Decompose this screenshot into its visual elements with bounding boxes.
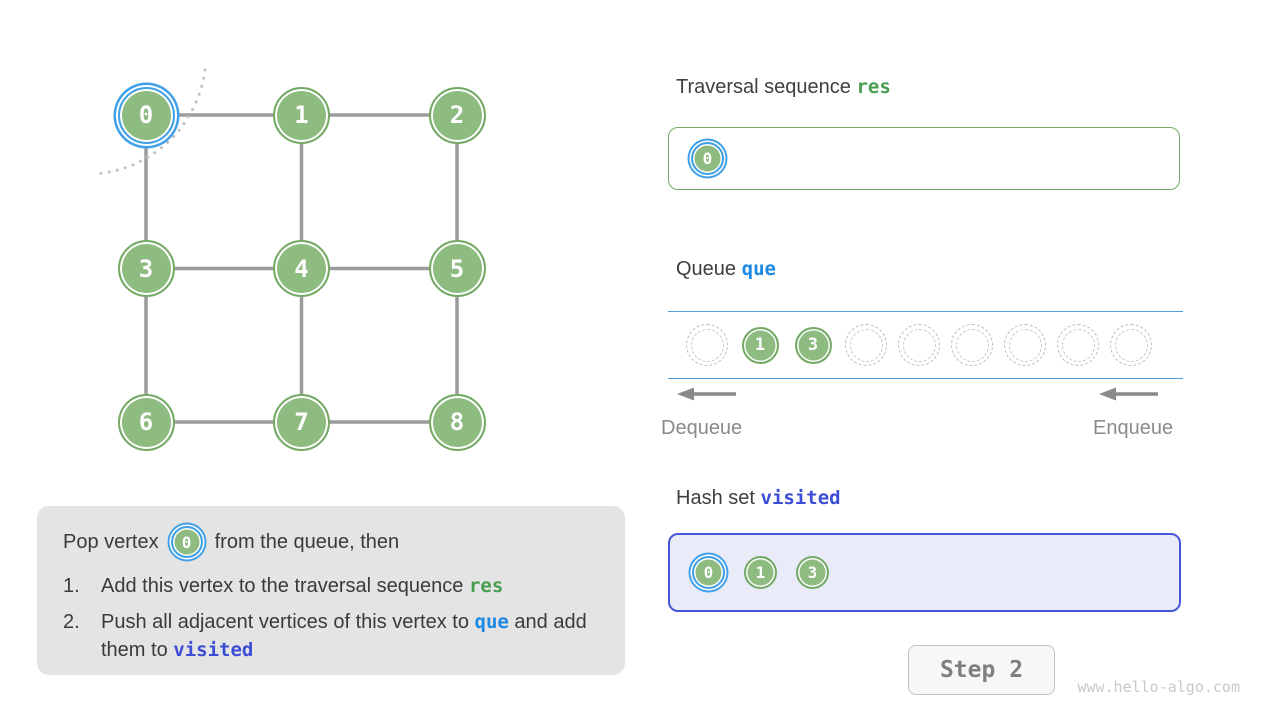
instruction-text: Push all adjacent vertices of this verte…	[101, 611, 475, 633]
instruction-step-number: 1.	[63, 575, 80, 597]
graph-vertex-4: 4	[273, 240, 330, 297]
instruction-list: 1. Add this vertex to the traversal seque…	[63, 572, 599, 664]
queue-slot-empty	[1004, 324, 1046, 366]
instruction-text: Pop vertex	[63, 530, 159, 553]
code-ref-visited: visited	[173, 639, 254, 661]
queue-slot-empty	[898, 324, 940, 366]
visited-title: Hash set visited	[676, 487, 841, 510]
graph-vertex-3: 3	[117, 240, 175, 297]
queue-slot-inner-ring	[1061, 328, 1095, 362]
instruction-step-number: 2.	[63, 611, 80, 633]
queue-slot-empty	[845, 324, 887, 366]
traversal-sequence-box: 0	[668, 127, 1180, 190]
instruction-box: Pop vertex 0 from the queue, then 1. Add th…	[37, 506, 625, 675]
visited-code-label: visited	[760, 487, 841, 509]
graph-vertex-0: 0	[117, 86, 175, 144]
queue-title-text: Queue	[676, 258, 737, 280]
instruction-text: Add this vertex to the traversal sequenc…	[101, 575, 469, 597]
queue-slot-inner-ring	[1114, 328, 1148, 362]
queue-slot-filled: 3	[792, 324, 834, 366]
code-ref-que: que	[474, 611, 509, 633]
queue-slot-empty	[1057, 324, 1099, 366]
code-ref-res: res	[468, 575, 504, 597]
graph-panel: 0 1 2 3 4 5 6 7 8	[0, 0, 640, 490]
queue-slot-inner-ring	[955, 328, 989, 362]
instruction-step: 1. Add this vertex to the traversal seque…	[63, 572, 599, 600]
step-button[interactable]: Step 2	[908, 645, 1055, 695]
graph-vertex-6: 6	[117, 393, 175, 451]
vertex-chip-3: 3	[794, 326, 832, 364]
dequeue-arrow-icon	[677, 387, 736, 401]
queue-slot-empty	[686, 324, 728, 366]
graph-vertex-8: 8	[428, 393, 486, 451]
instruction-step: 2. Push all adjacent vertices of this ver…	[63, 608, 599, 664]
queue-title: Queue que	[676, 258, 776, 281]
vertex-chip-1: 1	[744, 556, 777, 589]
traversal-sequence-title-text: Traversal sequence	[676, 76, 851, 98]
que-code-label: que	[741, 258, 776, 280]
queue-slot-inner-ring	[1008, 328, 1042, 362]
queue-slot-inner-ring	[690, 328, 724, 362]
visited-title-text: Hash set	[676, 487, 755, 509]
vertex-chip-0: 0	[691, 142, 724, 175]
graph-vertex-2: 2	[428, 86, 486, 144]
vertex-chip-0: 0	[692, 556, 725, 589]
graph-vertex-7: 7	[273, 393, 330, 451]
vertex-chip-3: 3	[796, 556, 829, 589]
enqueue-label: Enqueue	[1093, 417, 1174, 439]
queue-slot-filled: 1	[739, 324, 781, 366]
queue-slot-empty	[951, 324, 993, 366]
watermark: www.hello-algo.com	[1077, 678, 1240, 696]
traversal-sequence-title: Traversal sequence res	[676, 76, 891, 99]
popped-vertex-badge: 0	[170, 526, 203, 558]
instruction-intro: Pop vertex 0 from the queue, then	[63, 520, 599, 564]
dequeue-label: Dequeue	[661, 417, 743, 439]
res-code-label: res	[856, 76, 891, 98]
enqueue-arrow-icon	[1099, 387, 1158, 401]
graph-vertex-1: 1	[273, 86, 330, 144]
instruction-text: from the queue, then	[214, 530, 400, 553]
queue-slot-inner-ring	[849, 328, 883, 362]
instruction-text: and add them to	[101, 611, 587, 661]
queue-slot-empty	[1110, 324, 1152, 366]
vertex-chip-1: 1	[741, 326, 779, 364]
queue-slot-inner-ring	[902, 328, 936, 362]
frontier-arc-icon	[93, 68, 207, 176]
graph-vertex-5: 5	[428, 240, 486, 297]
